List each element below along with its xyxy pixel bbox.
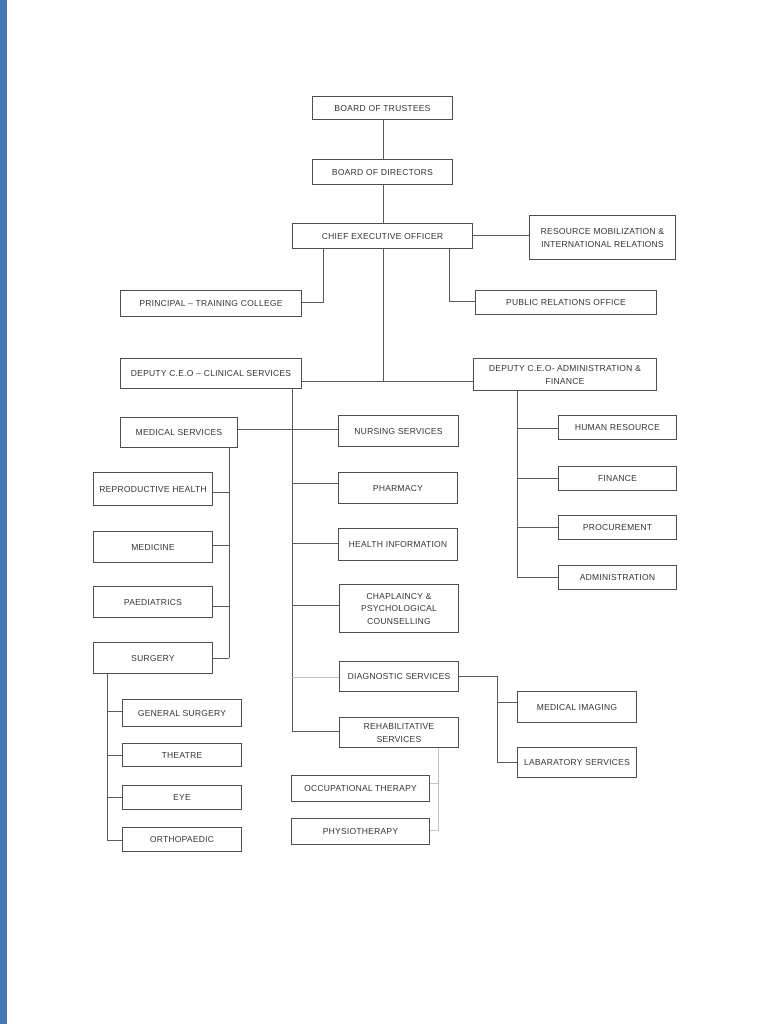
- connector-line: [438, 748, 439, 831]
- connector-line: [517, 577, 558, 578]
- connector-line: [517, 391, 518, 578]
- connector-line: [430, 830, 439, 831]
- connector-line: [107, 711, 122, 712]
- connector-line: [323, 248, 324, 302]
- connector-line: [292, 389, 293, 732]
- node-paediatrics: PAEDIATRICS: [93, 586, 213, 618]
- node-deputy-ceo-administration-finance: DEPUTY C.E.O- ADMINISTRATION & FINANCE: [473, 358, 657, 391]
- connector-line: [213, 606, 229, 607]
- node-medical-services: MEDICAL SERVICES: [120, 417, 238, 448]
- connector-line: [213, 492, 229, 493]
- node-pharmacy: PHARMACY: [338, 472, 458, 504]
- node-chief-executive-officer: CHIEF EXECUTIVE OFFICER: [292, 223, 473, 249]
- connector-line: [517, 478, 558, 479]
- connector-line: [430, 783, 438, 784]
- connector-line: [292, 543, 338, 544]
- connector-line: [302, 381, 473, 382]
- connector-line: [292, 483, 338, 484]
- node-medical-imaging: MEDICAL IMAGING: [517, 691, 637, 723]
- connector-line: [459, 676, 497, 677]
- node-resource-mobilization: RESOURCE MOBILIZATION & INTERNATIONAL RE…: [529, 215, 676, 260]
- node-finance: FINANCE: [558, 466, 677, 491]
- node-nursing-services: NURSING SERVICES: [338, 415, 459, 447]
- connector-line: [497, 702, 517, 703]
- node-administration: ADMINISTRATION: [558, 565, 677, 590]
- node-reproductive-health: REPRODUCTIVE HEALTH: [93, 472, 213, 506]
- connector-line: [292, 677, 339, 678]
- connector-line: [473, 235, 529, 236]
- connector-line: [383, 248, 384, 382]
- connector-line: [107, 755, 122, 756]
- connector-line: [107, 673, 108, 840]
- node-board-of-directors: BOARD OF DIRECTORS: [312, 159, 453, 185]
- node-public-relations-office: PUBLIC RELATIONS OFFICE: [475, 290, 657, 315]
- node-general-surgery: GENERAL SURGERY: [122, 699, 242, 727]
- connector-line: [383, 119, 384, 160]
- connector-line: [449, 301, 475, 302]
- node-physiotherapy: PHYSIOTHERAPY: [291, 818, 430, 845]
- connector-line: [107, 797, 122, 798]
- node-principal-training-college: PRINCIPAL – TRAINING COLLEGE: [120, 290, 302, 317]
- connector-line: [229, 448, 230, 658]
- node-board-of-trustees: BOARD OF TRUSTEES: [312, 96, 453, 120]
- connector-line: [517, 428, 558, 429]
- viewer-page-edge: [0, 0, 7, 1024]
- connector-line: [213, 545, 229, 546]
- connector-line: [292, 731, 339, 732]
- connector-line: [383, 184, 384, 224]
- node-diagnostic-services: DIAGNOSTIC SERVICES: [339, 661, 459, 692]
- node-occupational-therapy: OCCUPATIONAL THERAPY: [291, 775, 430, 802]
- node-rehabilitative-services: REHABILITATIVE SERVICES: [339, 717, 459, 748]
- connector-line: [292, 605, 339, 606]
- connector-line: [517, 527, 558, 528]
- node-deputy-ceo-clinical-services: DEPUTY C.E.O – CLINICAL SERVICES: [120, 358, 302, 389]
- connector-line: [213, 658, 229, 659]
- connector-line: [497, 676, 498, 763]
- connector-line: [238, 429, 338, 430]
- node-health-information: HEALTH INFORMATION: [338, 528, 458, 561]
- connector-line: [302, 302, 324, 303]
- connector-line: [107, 840, 122, 841]
- node-eye: EYE: [122, 785, 242, 810]
- node-theatre: THEATRE: [122, 743, 242, 767]
- node-medicine: MEDICINE: [93, 531, 213, 563]
- node-procurement: PROCUREMENT: [558, 515, 677, 540]
- node-human-resource: HUMAN RESOURCE: [558, 415, 677, 440]
- connector-line: [449, 248, 450, 301]
- node-chaplaincy-psychological-counselling: CHAPLAINCY & PSYCHOLOGICAL COUNSELLING: [339, 584, 459, 633]
- node-surgery: SURGERY: [93, 642, 213, 674]
- node-labaratory-services: LABARATORY SERVICES: [517, 747, 637, 778]
- connector-line: [497, 762, 517, 763]
- node-orthopaedic: ORTHOPAEDIC: [122, 827, 242, 852]
